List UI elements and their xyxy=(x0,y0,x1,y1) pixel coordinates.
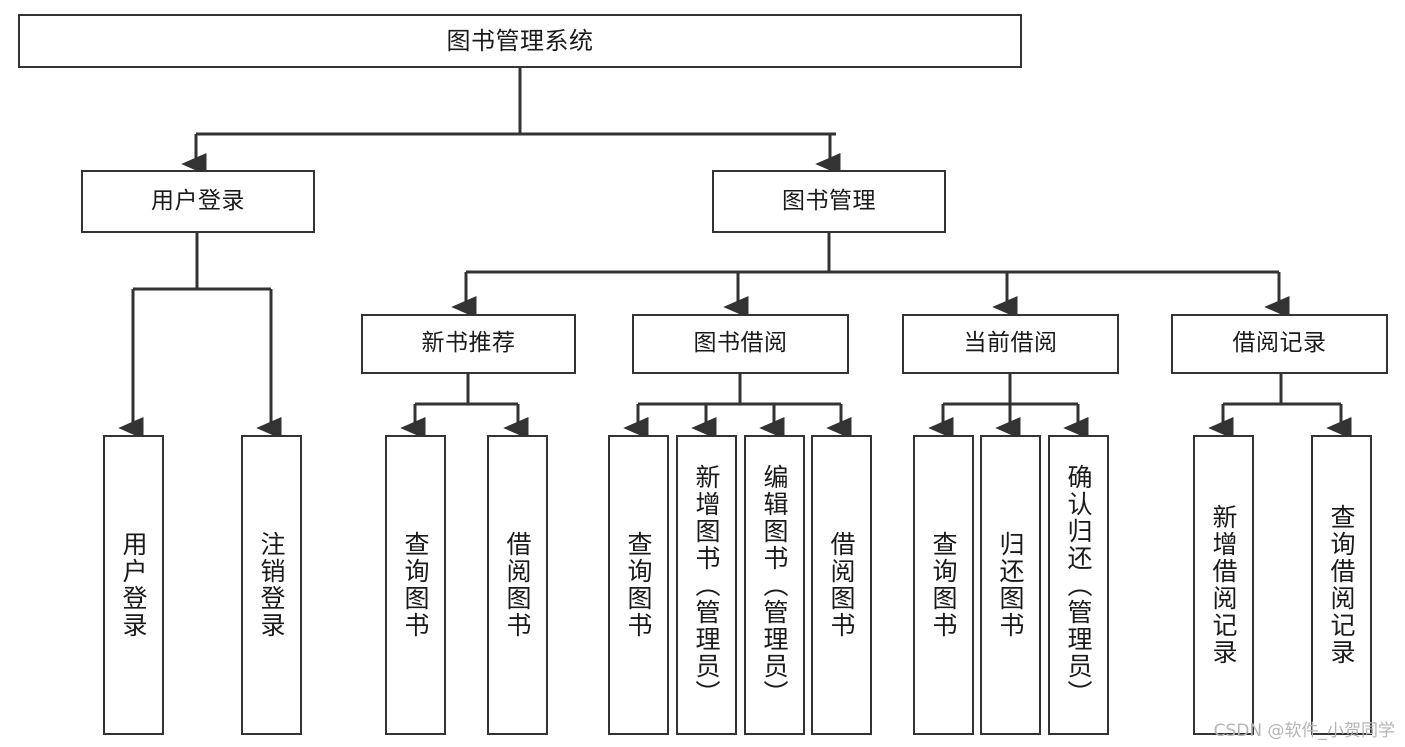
node-root-label: 图书管理系统 xyxy=(446,26,594,55)
leaf-borrow-book-label: 借阅图书 xyxy=(827,531,856,639)
node-book-manage[interactable]: 图书管理 xyxy=(712,170,946,233)
leaf-logout-login-label: 注销登录 xyxy=(257,531,286,639)
leaf-query-book-current[interactable]: 查询图书 xyxy=(913,435,974,735)
node-book-manage-label: 图书管理 xyxy=(782,187,876,214)
leaf-query-book-current-label: 查询图书 xyxy=(929,531,958,639)
leaf-query-book-borrow-label: 查询图书 xyxy=(624,531,653,639)
node-borrow-record[interactable]: 借阅记录 xyxy=(1171,314,1388,374)
node-new-book-recommend-label: 新书推荐 xyxy=(421,330,516,357)
node-current-borrow[interactable]: 当前借阅 xyxy=(902,314,1119,374)
node-user-login[interactable]: 用户登录 xyxy=(81,170,315,233)
leaf-user-login[interactable]: 用户登录 xyxy=(103,435,164,735)
leaf-borrow-book[interactable]: 借阅图书 xyxy=(811,435,872,735)
leaf-edit-book-admin[interactable]: 编辑图书（管理员） xyxy=(744,435,805,735)
leaf-add-borrow-record[interactable]: 新增借阅记录 xyxy=(1193,435,1254,735)
leaf-edit-book-admin-label: 编辑图书（管理员） xyxy=(760,463,789,707)
leaf-logout-login[interactable]: 注销登录 xyxy=(241,435,302,735)
csdn-watermark: CSDN @软件_小贺同学 xyxy=(1213,721,1395,741)
leaf-add-borrow-record-label: 新增借阅记录 xyxy=(1209,504,1238,666)
leaf-confirm-return-admin-label: 确认归还（管理员） xyxy=(1064,463,1093,707)
leaf-add-book-admin-label: 新增图书（管理员） xyxy=(692,463,721,707)
node-current-borrow-label: 当前借阅 xyxy=(963,330,1058,357)
leaf-query-borrow-record[interactable]: 查询借阅记录 xyxy=(1311,435,1372,735)
node-root[interactable]: 图书管理系统 xyxy=(18,14,1022,68)
node-book-borrow[interactable]: 图书借阅 xyxy=(632,314,849,374)
node-new-book-recommend[interactable]: 新书推荐 xyxy=(361,314,576,374)
node-borrow-record-label: 借阅记录 xyxy=(1232,330,1327,357)
leaf-query-book-rec-label: 查询图书 xyxy=(401,531,430,639)
leaf-query-borrow-record-label: 查询借阅记录 xyxy=(1327,504,1356,666)
leaf-return-book-label: 归还图书 xyxy=(996,531,1025,639)
leaf-query-book-borrow[interactable]: 查询图书 xyxy=(608,435,669,735)
leaf-borrow-book-rec[interactable]: 借阅图书 xyxy=(487,435,548,735)
leaf-return-book[interactable]: 归还图书 xyxy=(980,435,1041,735)
node-user-login-label: 用户登录 xyxy=(151,187,245,214)
leaf-user-login-label: 用户登录 xyxy=(119,531,148,639)
leaf-query-book-rec[interactable]: 查询图书 xyxy=(385,435,446,735)
node-book-borrow-label: 图书借阅 xyxy=(693,330,788,357)
leaf-add-book-admin[interactable]: 新增图书（管理员） xyxy=(676,435,737,735)
leaf-confirm-return-admin[interactable]: 确认归还（管理员） xyxy=(1048,435,1109,735)
leaf-borrow-book-rec-label: 借阅图书 xyxy=(503,531,532,639)
